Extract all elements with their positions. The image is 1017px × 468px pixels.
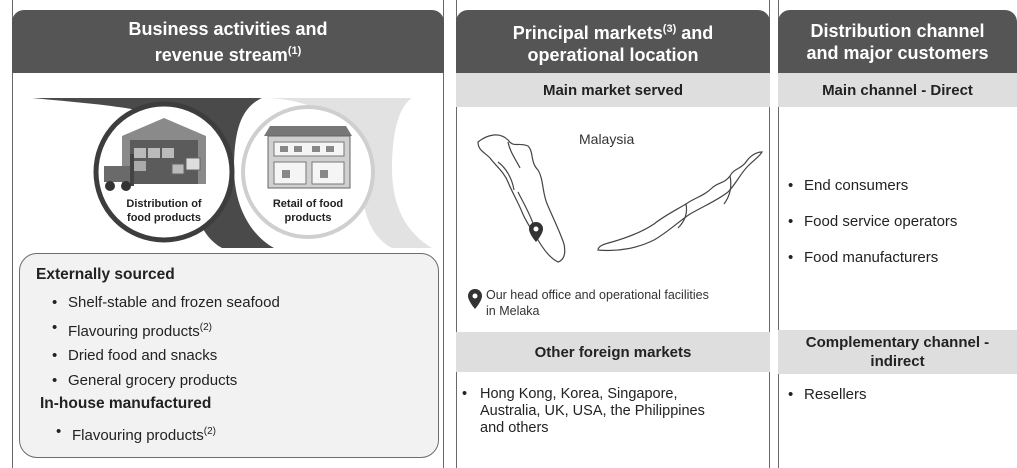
location-pin-icon: [468, 289, 482, 309]
column-border: [456, 0, 770, 468]
foreign-line2: Australia, UK, USA, the Philippines: [480, 403, 705, 419]
activities-graphic: [32, 98, 432, 248]
retail-shelves-icon: [264, 126, 352, 189]
main-market-subheader: Main market served: [456, 73, 770, 107]
header-sup: (1): [287, 44, 302, 57]
foreign-markets-subheader: Other foreign markets: [456, 332, 770, 372]
warehouse-forklift-icon: [104, 118, 206, 191]
indirect-channel-subheader: Complementary channel - indirect: [778, 330, 1017, 374]
distribution-channel-column: Distribution channel and major customers…: [778, 0, 1017, 468]
list-item: Food service operators: [786, 204, 957, 240]
direct-channel-subheader: Main channel - Direct: [778, 73, 1017, 107]
header-line1: Principal markets: [512, 22, 663, 43]
list-item: General grocery products: [50, 369, 280, 394]
retail-label-line1: Retail of food: [272, 198, 344, 210]
list-item: Food manufacturers: [786, 240, 957, 276]
principal-markets-column: Principal markets(3) and operational loc…: [456, 0, 770, 468]
business-activities-column: Business activities and revenue stream(1…: [12, 0, 444, 468]
head-office-line2: in Melaka: [486, 304, 540, 318]
principal-markets-header: Principal markets(3) and operational loc…: [456, 10, 770, 73]
map-label: Malaysia: [579, 131, 635, 147]
externally-sourced-title: Externally sourced: [36, 266, 175, 283]
header-line2: revenue stream: [154, 44, 288, 65]
malaysia-map-icon: [477, 134, 763, 263]
list-item: End consumers: [786, 168, 957, 204]
externally-sourced-list: Shelf-stable and frozen seafood Flavouri…: [50, 291, 280, 393]
indirect-title-line1: Complementary channel -: [805, 334, 990, 351]
product-sources-box: Externally sourced Shelf-stable and froz…: [19, 253, 439, 458]
foreign-line3: and others: [480, 420, 549, 436]
list-item: Flavouring products(2): [50, 316, 280, 345]
in-house-list: Flavouring products(2): [54, 421, 216, 447]
header-sup: (3): [662, 22, 677, 35]
light-swoosh-shape: [207, 98, 432, 248]
header-line1-end: and: [676, 22, 714, 43]
column-border: [778, 0, 1017, 468]
distribution-channel-header: Distribution channel and major customers: [778, 10, 1017, 73]
header-line2: and major customers: [806, 42, 989, 63]
distribution-label: Distribution of food products: [114, 197, 214, 225]
retail-label: Retail of food products: [258, 197, 358, 225]
distribution-label-line2: food products: [127, 212, 201, 224]
header-line1: Distribution channel: [810, 20, 985, 41]
distribution-label-line1: Distribution of: [126, 198, 202, 210]
column-border: [12, 0, 444, 468]
list-item: Flavouring products(2): [54, 421, 216, 447]
retail-label-line2: products: [284, 212, 332, 224]
indirect-customers-list: Resellers: [786, 385, 867, 405]
head-office-note: Our head office and operational faciliti…: [486, 287, 766, 319]
header-line2: operational location: [527, 44, 699, 65]
head-office-line1: Our head office and operational faciliti…: [486, 288, 709, 302]
foreign-line1: Hong Kong, Korea, Singapore,: [480, 386, 678, 402]
list-item: Resellers: [786, 385, 867, 405]
business-activities-header: Business activities and revenue stream(1…: [12, 10, 444, 73]
direct-customers-list: End consumers Food service operators Foo…: [786, 168, 957, 276]
location-pin-icon: [529, 222, 543, 242]
list-item: Shelf-stable and frozen seafood: [50, 291, 280, 316]
in-house-title: In-house manufactured: [40, 395, 212, 412]
list-item: Dried food and snacks: [50, 344, 280, 369]
header-line1: Business activities and: [128, 18, 328, 39]
indirect-title-line2: indirect: [870, 353, 925, 370]
foreign-markets-list: • Hong Kong, Korea, Singapore, Australia…: [462, 386, 705, 436]
